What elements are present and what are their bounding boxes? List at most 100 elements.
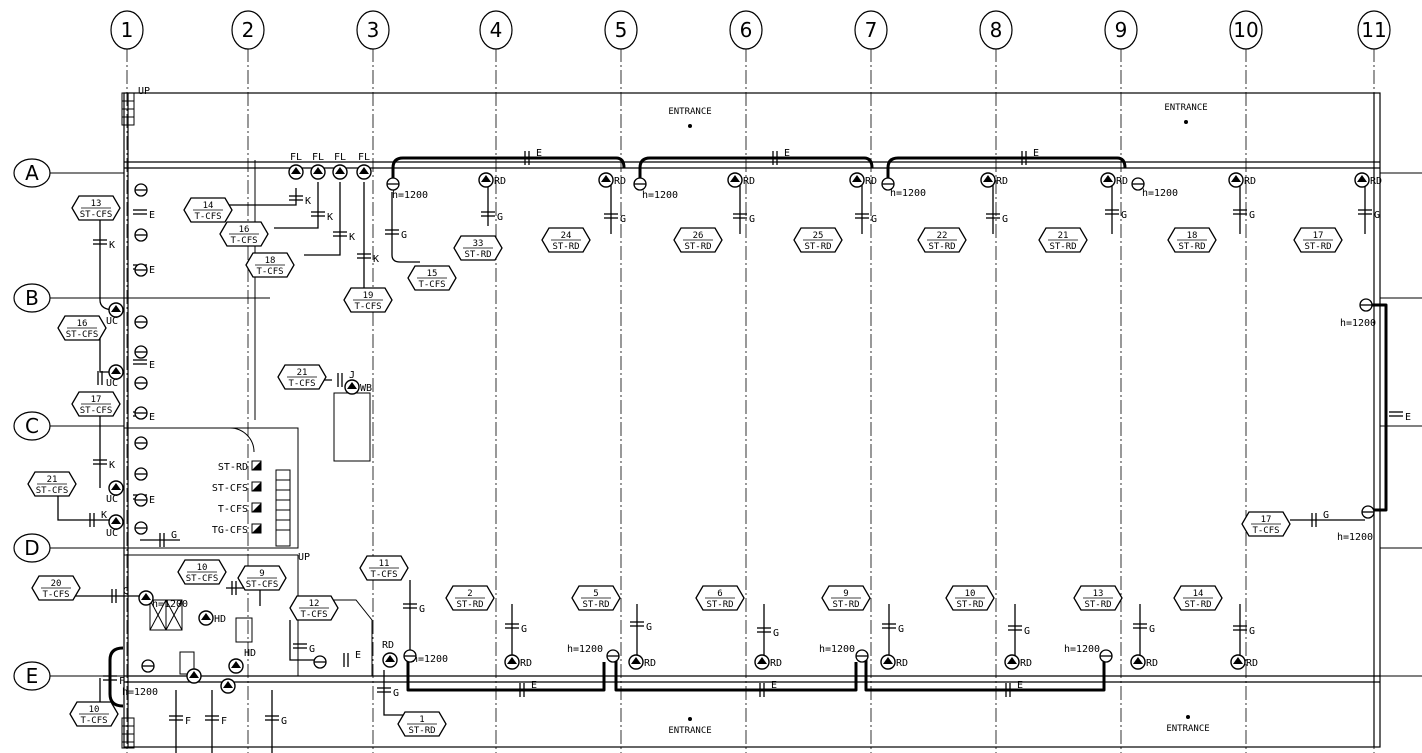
tag-panel: T-CFS [300,610,327,620]
conduit-mark: G [882,623,904,635]
grid-bubble-col-2: 2 [231,10,265,50]
fixture-label: UC [106,494,118,505]
fixture-label: RD [494,176,506,187]
circuit-tag-fl: 16T-CFS [219,221,269,247]
junction-box-icon [606,649,620,663]
tag-number: 6 [717,589,722,599]
under-cabinet-fixture-icon: UC [106,364,124,389]
ceiling-fixture-icon: RD [1354,172,1382,188]
conduit-mark: E [759,680,777,697]
conduit-letter: G [419,604,425,615]
height-note: h=1200 [1337,532,1373,543]
fixture-label: RD [614,176,626,187]
legend-entry: T-CFS [218,504,248,515]
height-note: h=1200 [122,687,158,698]
building-walls [121,92,1381,749]
conduit-mark: J [337,370,355,387]
tag-number: 1 [419,715,424,725]
tag-panel: T-CFS [370,570,397,580]
grid-bubble-col-5: 5 [604,10,638,50]
conduit-mark: G [1133,623,1155,635]
conduit-letter: G [521,624,527,635]
tag-panel: ST-RD [706,600,733,610]
fixture-label: RD [644,658,656,669]
conduit-mark: G [1233,625,1255,637]
tag-number: 24 [561,231,572,241]
grid-bubble-col-4: 4 [479,10,513,50]
entrance-marker [1184,120,1188,124]
conduit-letter: G [749,214,755,225]
fixture-label: RD [770,658,782,669]
tag-panel: ST-RD [1304,242,1331,252]
conduit-mark: G [385,229,407,241]
fixture-label: RD [743,176,755,187]
junction-box-icon [134,263,148,277]
fixture-label: RD [1244,176,1256,187]
grid-bubble-col-1: 1 [110,10,144,50]
legend-entry: ST-RD [218,462,248,473]
tag-number: 16 [239,225,250,235]
fixture-label: RD [896,658,908,669]
circuit-tag-fl: 18T-CFS [245,252,295,278]
conduit-mark: F [169,715,191,727]
ceiling-fixture-icon: RD [1100,172,1128,188]
conduit-mark: G [481,211,503,223]
junction-box-icon [1099,649,1113,663]
circuit-tag-lower-left: 12T-CFS [289,595,339,621]
grid-label-col-1: 1 [121,18,134,42]
conduit-mark: G [630,621,652,633]
height-note: h=1200 [890,188,926,199]
under-cabinet-fixture-icon: UC [106,480,124,505]
conduit-mark: E [1389,411,1411,423]
fixture-label: WB [360,383,372,394]
tag-number: 18 [265,256,276,266]
fixture-label: RD [1116,176,1128,187]
fixture-label: RD [520,658,532,669]
grid-label-row-E: E [26,664,39,688]
conduit-letter: E [149,210,155,221]
junction-box-icon [134,493,148,507]
height-note: h=1200 [1142,188,1178,199]
circuit-tag-fl: 15T-CFS [407,265,457,291]
tag-number: 9 [843,589,848,599]
conduit-letter: G [871,214,877,225]
stairs [121,92,291,749]
conduit-letter: G [1374,210,1380,221]
height-note: h=1200 [819,644,855,655]
conduit-mark: K [93,239,115,251]
junction-box-icon [386,177,400,191]
circuit-tag-bottom: 2ST-RD [445,585,495,611]
tag-number: 14 [203,201,214,211]
height-note: h=1200 [412,654,448,665]
conduit-letter: F [185,716,191,727]
grid-label-col-10: 10 [1233,18,1258,42]
legend-swatch-fill [252,482,261,491]
tag-number: 21 [297,368,308,378]
conduit-runs [108,156,1388,708]
conduit-letter: G [620,214,626,225]
ceiling-fixture-icon [220,678,236,694]
tag-panel: T-CFS [354,302,381,312]
entrance-label: ENTRANCE [1164,103,1207,113]
conduit-mark: K [333,231,355,243]
conduit-letter: E [149,412,155,423]
legend-entry: TG-CFS [212,525,248,536]
grid-bubble-col-3: 3 [356,10,390,50]
tag-number: 2 [467,589,472,599]
conduit-letter: K [349,232,355,243]
tag-panel: T-CFS [1252,526,1279,536]
conduit-letter: K [373,254,379,265]
entrance-label: ENTRANCE [668,107,711,117]
conduit-mark: G [855,213,877,225]
tag-panel: T-CFS [80,716,107,726]
conduit-letter: G [1249,626,1255,637]
conduit-mark: K [289,195,311,207]
junction-box-icon [141,659,155,673]
tag-panel: ST-RD [928,242,955,252]
conduit-letter: K [109,460,115,471]
height-note: h=1200 [567,644,603,655]
